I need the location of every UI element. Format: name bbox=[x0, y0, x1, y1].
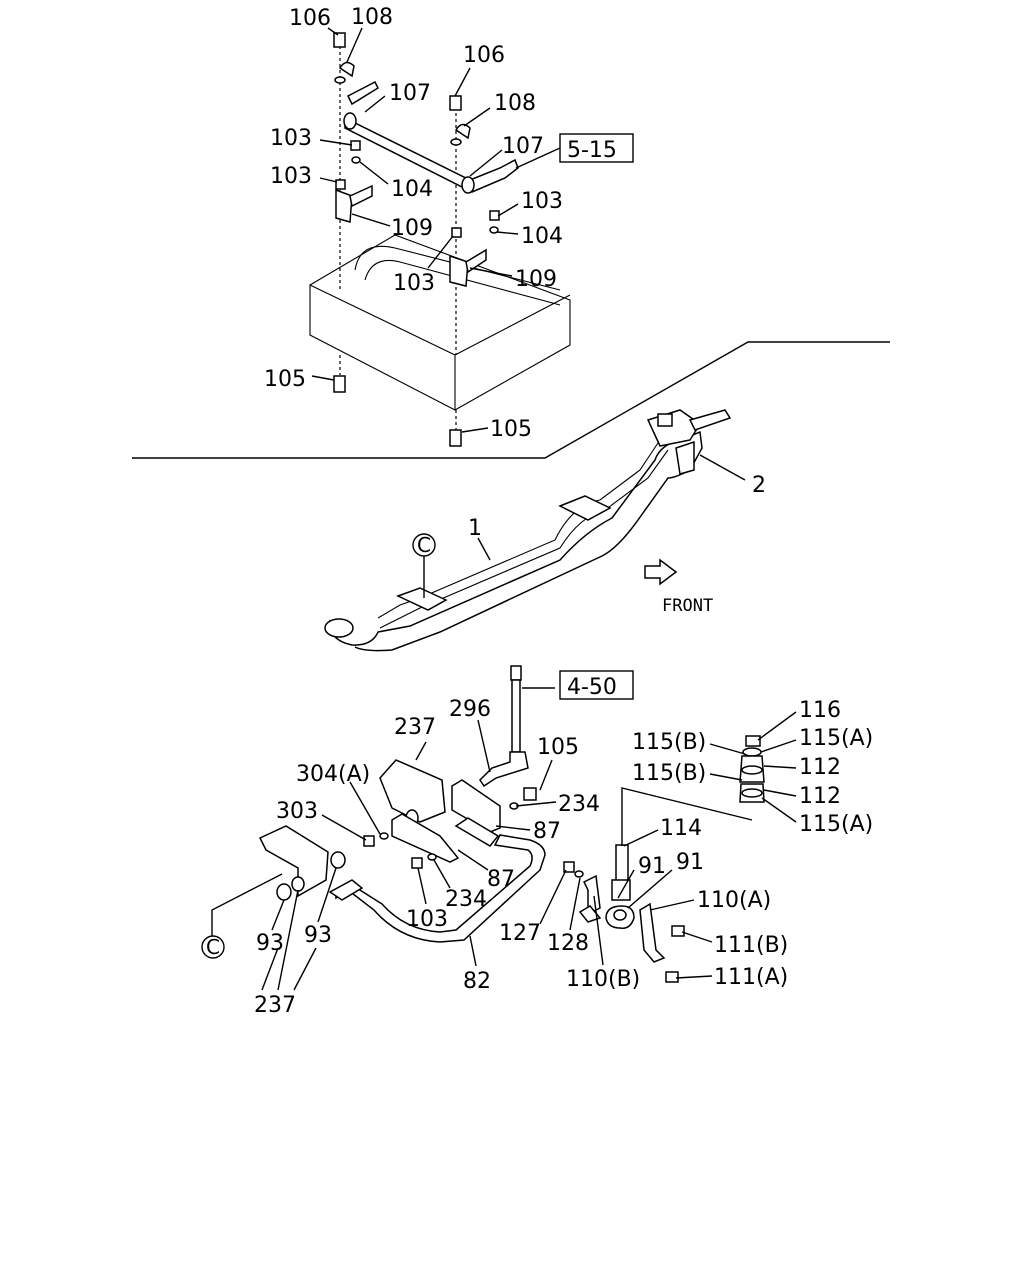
section-divider bbox=[132, 341, 890, 459]
label-303: 303 bbox=[276, 799, 318, 824]
bottom-leaders bbox=[211, 687, 797, 991]
label-104-a: 104 bbox=[391, 177, 433, 202]
label-112-top: 112 bbox=[799, 755, 841, 780]
label-93-a: 93 bbox=[256, 931, 284, 956]
reference-5-15[interactable]: 5-15 bbox=[567, 138, 617, 163]
label-108-a: 108 bbox=[351, 5, 393, 30]
label-109-b: 109 bbox=[515, 267, 557, 292]
reference-4-50[interactable]: 4-50 bbox=[567, 675, 617, 700]
label-237-top: 237 bbox=[394, 715, 436, 740]
label-107-a: 107 bbox=[389, 81, 431, 106]
callout-circle-c-bottom bbox=[201, 935, 225, 959]
label-115a-top: 115(A) bbox=[799, 726, 873, 751]
label-103-d: 103 bbox=[393, 271, 435, 296]
label-91-a: 91 bbox=[638, 854, 666, 879]
label-296: 296 bbox=[449, 697, 491, 722]
label-93-b: 93 bbox=[304, 923, 332, 948]
label-116: 116 bbox=[799, 698, 841, 723]
label-128: 128 bbox=[547, 931, 589, 956]
label-2: 2 bbox=[752, 473, 766, 498]
stabilizer-drawing bbox=[258, 665, 765, 983]
label-103-e: 103 bbox=[406, 907, 448, 932]
label-115b-top: 115(B) bbox=[632, 730, 706, 755]
label-108-b: 108 bbox=[494, 91, 536, 116]
label-106-b: 106 bbox=[463, 43, 505, 68]
label-304a: 304(A) bbox=[296, 762, 370, 787]
label-110b: 110(B) bbox=[566, 967, 640, 992]
label-115a-bottom: 115(A) bbox=[799, 812, 873, 837]
reference-box-4-50[interactable] bbox=[559, 670, 634, 700]
label-107-b: 107 bbox=[502, 134, 544, 159]
axle-drawing bbox=[324, 409, 732, 652]
reference-box-5-15[interactable] bbox=[559, 133, 634, 163]
front-label: FRONT bbox=[662, 596, 713, 616]
label-103-c: 103 bbox=[521, 189, 563, 214]
leader-2 bbox=[699, 454, 746, 481]
label-110a: 110(A) bbox=[697, 888, 771, 913]
leader-1 bbox=[477, 537, 491, 561]
label-103-a: 103 bbox=[270, 126, 312, 151]
label-106-a: 106 bbox=[289, 6, 331, 31]
callout-c-top: C bbox=[417, 533, 431, 557]
label-234-b: 234 bbox=[445, 887, 487, 912]
callout-c-bottom: C bbox=[206, 935, 220, 959]
label-111b: 111(B) bbox=[714, 933, 788, 958]
label-87-a: 87 bbox=[533, 819, 561, 844]
label-109-a: 109 bbox=[391, 216, 433, 241]
label-82: 82 bbox=[463, 969, 491, 994]
label-115b-bottom: 115(B) bbox=[632, 761, 706, 786]
label-114: 114 bbox=[660, 816, 702, 841]
label-112-bottom: 112 bbox=[799, 784, 841, 809]
label-237-bottom: 237 bbox=[254, 993, 296, 1018]
top-assembly-drawing bbox=[309, 32, 571, 447]
label-105-c: 105 bbox=[537, 735, 579, 760]
label-104-b: 104 bbox=[521, 224, 563, 249]
label-127: 127 bbox=[499, 921, 541, 946]
label-91-b: 91 bbox=[676, 850, 704, 875]
label-111a: 111(A) bbox=[714, 965, 788, 990]
label-87-b: 87 bbox=[487, 867, 515, 892]
label-105-b: 105 bbox=[490, 417, 532, 442]
top-leaders bbox=[311, 27, 561, 433]
label-103-b: 103 bbox=[270, 164, 312, 189]
label-105-a: 105 bbox=[264, 367, 306, 392]
label-1: 1 bbox=[468, 516, 482, 541]
label-234-a: 234 bbox=[558, 792, 600, 817]
